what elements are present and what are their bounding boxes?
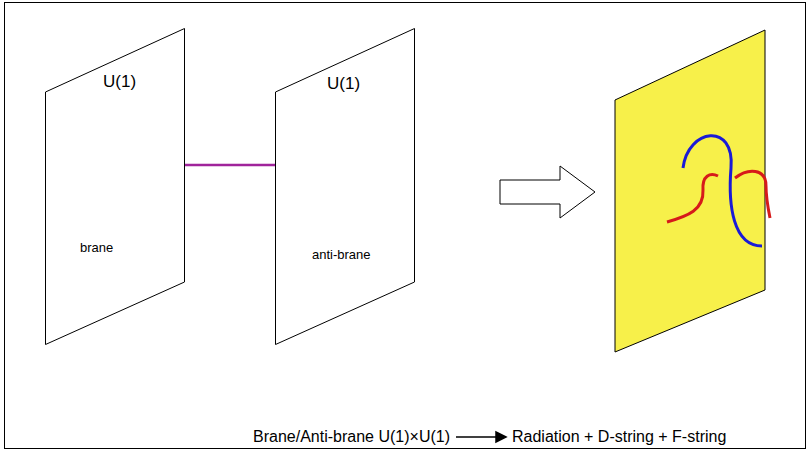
f-string <box>735 171 770 218</box>
brane-plane: U(1) anti-brane <box>275 28 415 345</box>
yellow-brane <box>615 30 765 352</box>
gauge-group: U(1) <box>103 72 136 92</box>
f-string <box>667 175 718 222</box>
gauge-group: U(1) <box>327 74 360 94</box>
transition-arrow <box>500 166 595 218</box>
plane-name: brane <box>80 240 113 255</box>
frame <box>5 3 806 449</box>
d-string <box>683 136 762 246</box>
reaction-arrow <box>456 432 506 442</box>
brane-plane: U(1) brane <box>45 28 185 345</box>
reactants-label: Brane/Anti-brane U(1)×U(1) <box>253 428 450 446</box>
products-label: Radiation + D-string + F-string <box>512 428 726 446</box>
plane-name: anti-brane <box>312 247 371 262</box>
